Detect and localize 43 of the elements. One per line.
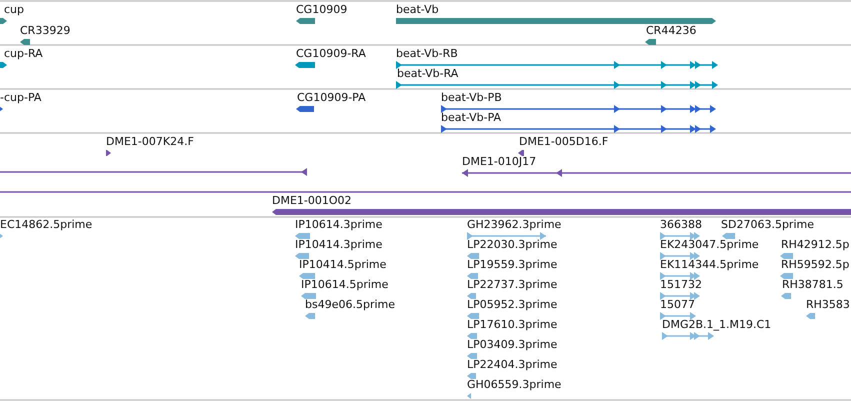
feature-label: SD27063.5prime — [721, 218, 814, 232]
feature-label: IP10614.3prime — [295, 218, 382, 232]
feature-label: bs49e06.5prime — [305, 298, 396, 312]
feature-label: GH06559.3prime — [467, 378, 562, 392]
feature-label: cup — [4, 3, 24, 17]
feature-label: LP19559.3prime — [467, 258, 558, 272]
feature-label: beat-Vb-PA — [441, 111, 502, 125]
feature-label: EK114344.5prime — [660, 258, 759, 272]
feature-label: IP10614.5prime — [301, 278, 388, 292]
feature-label: CG10909 — [296, 3, 348, 17]
feature-label: LP22737.3prime — [467, 278, 558, 292]
feature-label: DMG2B.1_1.M19.C1 — [662, 318, 772, 332]
feature-label: RH38781.5 — [782, 278, 844, 292]
feature-label: IP10414.5prime — [299, 258, 386, 272]
feature-label: beat-Vb — [396, 3, 439, 17]
feature-label: DME1-010J17 — [462, 155, 536, 169]
feature-label: -cup-PA — [0, 91, 42, 105]
feature-label: LP05952.3prime — [467, 298, 558, 312]
feature-label: LP22030.3prime — [467, 238, 558, 252]
feature-label: CG10909-RA — [296, 47, 366, 61]
feature-label: DME1-007K24.F — [106, 135, 194, 149]
feature-label: beat-Vb-RB — [396, 47, 458, 61]
feature-label: 151732 — [660, 278, 702, 292]
feature-label: CG10909-PA — [297, 91, 366, 105]
feature-label: IP10414.3prime — [295, 238, 382, 252]
feature-label: DME1-001O02 — [272, 194, 352, 208]
feature-label: beat-Vb-RA — [397, 67, 458, 81]
feature-label: 366388 — [660, 218, 702, 232]
feature-label: DME1-005D16.F — [519, 135, 608, 149]
feature-label: CR44236 — [646, 24, 696, 38]
feature-label: 15077 — [660, 298, 695, 312]
feature-label: cup-RA — [4, 47, 43, 61]
feature-label: GH23962.3prime — [467, 218, 562, 232]
feature-label: RH42912.5p — [781, 238, 850, 252]
feature-label: LP22404.3prime — [467, 358, 558, 372]
feature-label: LP17610.3prime — [467, 318, 558, 332]
feature-label: beat-Vb-PB — [441, 91, 502, 105]
feature-label: LP03409.3prime — [467, 338, 558, 352]
feature-label: RH59592.5p — [781, 258, 850, 272]
feature-label: EC14862.5prime — [0, 218, 92, 232]
feature-label: RH3583 — [806, 298, 850, 312]
feature-label: EK243047.5prime — [660, 238, 759, 252]
feature-label: CR33929 — [20, 24, 70, 38]
